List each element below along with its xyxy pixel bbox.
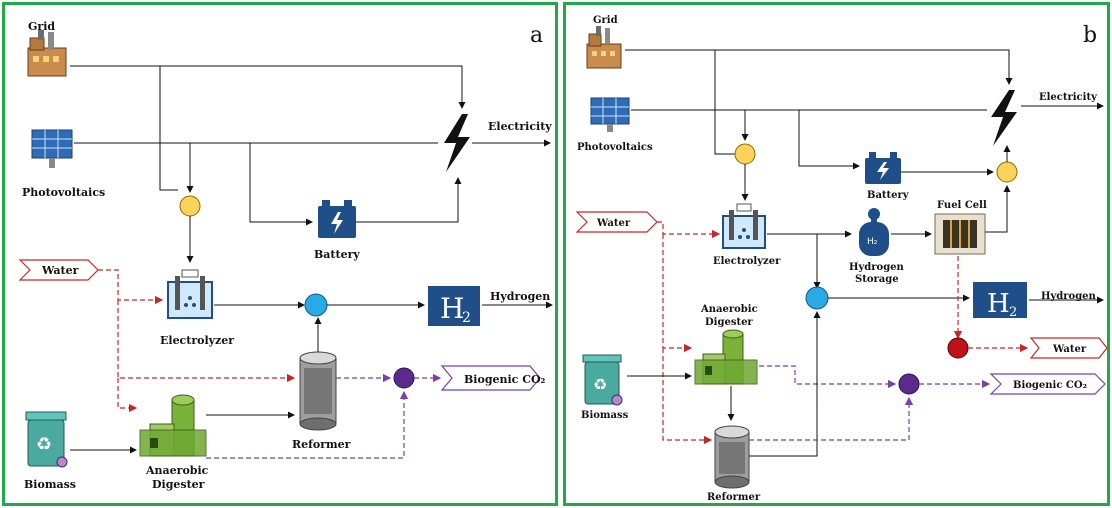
- hydrogen-tank-icon: H₂: [859, 208, 889, 256]
- solar-panel-icon: [31, 129, 73, 168]
- junction-purple: [898, 373, 920, 395]
- junction-yellow-2: [996, 161, 1018, 183]
- panel-b-letter: b: [1083, 23, 1097, 48]
- junction-blue: [304, 293, 328, 317]
- water-input: [18, 259, 99, 281]
- storage-label-2: Storage: [855, 274, 899, 285]
- digester-label-1: Anaerobic: [700, 304, 758, 315]
- lightning-icon: [991, 90, 1017, 146]
- svg-text:H: H: [440, 292, 464, 325]
- grid-label: Grid: [593, 15, 618, 26]
- digester-icon: [139, 394, 207, 457]
- electrolyzer-label: Electrolyzer: [713, 256, 781, 267]
- panel-a-letter: a: [530, 23, 543, 48]
- digester-label-2: Digester: [152, 478, 205, 491]
- water-in-label: Water: [596, 218, 631, 229]
- recycle-bin-icon: ♻: [25, 411, 68, 468]
- hydrogen-box: H 2: [973, 282, 1027, 320]
- grid-label: Grid: [28, 20, 55, 33]
- water-out-label: Water: [1052, 344, 1087, 355]
- recycle-bin-icon: ♻: [582, 354, 623, 406]
- battery-label: Battery: [867, 190, 910, 201]
- reformer-label: Reformer: [292, 438, 351, 451]
- electricity-label: Electricity: [488, 120, 552, 133]
- panel-b: [563, 2, 1110, 506]
- co2-output: [440, 365, 541, 391]
- junction-red: [947, 337, 969, 359]
- reformer-icon: [714, 425, 750, 489]
- water-input: [575, 211, 658, 233]
- water-label: Water: [41, 264, 79, 277]
- junction-purple: [393, 367, 415, 389]
- junction-yellow: [179, 195, 201, 217]
- digester-label-1: Anaerobic: [145, 464, 209, 477]
- digester-icon: [694, 329, 758, 385]
- storage-label-1: Hydrogen: [849, 262, 905, 273]
- co2-label: Biogenic CO₂: [464, 373, 546, 386]
- lightning-icon: [444, 114, 470, 172]
- biomass-label: Biomass: [24, 478, 76, 491]
- electrolyzer-icon: [167, 269, 213, 319]
- reformer-icon: [299, 351, 337, 431]
- co2-output: [989, 373, 1106, 395]
- svg-text:2: 2: [1009, 305, 1017, 320]
- svg-text:♻: ♻: [36, 434, 52, 455]
- factory-icon: [586, 26, 622, 69]
- panel-a: [2, 2, 558, 506]
- junction-blue: [805, 286, 829, 310]
- co2-label: Biogenic CO₂: [1013, 380, 1087, 391]
- biomass-label: Biomass: [581, 410, 629, 421]
- reformer-label: Reformer: [707, 492, 761, 503]
- factory-icon: [27, 30, 67, 77]
- svg-text:H₂: H₂: [867, 237, 878, 247]
- svg-text:♻: ♻: [593, 375, 607, 394]
- panel-a-diagram: a Grid Photovoltaics Electricity Battery: [18, 20, 553, 491]
- battery-label: Battery: [314, 248, 360, 261]
- hydrogen-box: H 2: [428, 286, 480, 326]
- svg-text:2: 2: [462, 310, 471, 326]
- pv-label: Photovoltaics: [22, 186, 105, 199]
- fuel-cell-label: Fuel Cell: [937, 200, 987, 211]
- hydrogen-label: Hydrogen: [1041, 291, 1097, 302]
- water-output: [1029, 337, 1108, 359]
- hydrogen-label: Hydrogen: [490, 290, 550, 303]
- pv-label: Photovoltaics: [577, 142, 653, 153]
- digester-label-2: Digester: [705, 317, 753, 328]
- panel-b-diagram: b Grid Photovoltaics Electricity Batte: [575, 15, 1108, 503]
- electrolyzer-icon: [722, 203, 766, 249]
- battery-icon: [318, 200, 356, 238]
- battery-icon: [865, 152, 901, 184]
- electrolyzer-label: Electrolyzer: [160, 334, 234, 347]
- solar-panel-icon: [590, 97, 630, 132]
- fuel-cell-icon: [934, 213, 986, 255]
- junction-yellow: [734, 143, 756, 165]
- svg-text:H: H: [987, 289, 1010, 319]
- electricity-label: Electricity: [1039, 92, 1098, 103]
